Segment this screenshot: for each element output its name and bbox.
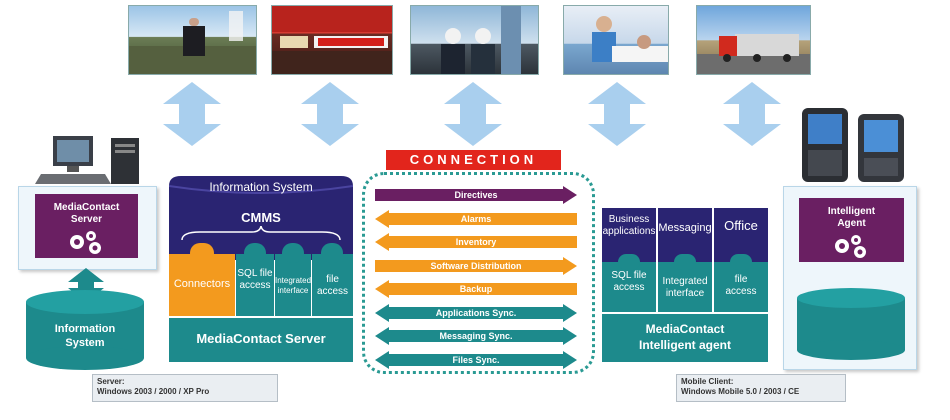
- flow-label: Messaging Sync.: [439, 331, 513, 341]
- brace-icon: [181, 226, 341, 241]
- agent-file-access-piece: [714, 262, 768, 312]
- agent-integrated-knob: [674, 254, 696, 270]
- sql-knob: [244, 243, 266, 263]
- flow-arrow-shape: [375, 303, 577, 322]
- pda-icon: [802, 108, 904, 182]
- flow-label: Applications Sync.: [435, 307, 517, 318]
- server-caption: Server: Windows 2003 / 2000 / XP Pro: [92, 374, 278, 402]
- flow-label: Files Sync.: [452, 354, 500, 365]
- cmms-label: CMMS: [241, 210, 281, 225]
- nurse-icon: [592, 16, 668, 62]
- person-figure-icon: [129, 11, 256, 74]
- intelligent-agent-base-line1: MediaContact: [645, 322, 725, 336]
- flow-arrow-shape: [375, 186, 577, 204]
- flow-arrow: Inventory: [375, 233, 577, 251]
- agent-sql-label: SQL file access: [611, 270, 647, 293]
- info-system-top: [169, 176, 353, 260]
- flow-arrow-shape: [375, 350, 577, 369]
- business-apps-label: Business applications: [602, 214, 656, 237]
- integrated-label: Integrated interface: [275, 276, 312, 295]
- flow-arrow: Directives: [375, 186, 577, 204]
- messaging-label: Messaging: [658, 222, 712, 234]
- flow-arrow-shape: [375, 280, 577, 298]
- sql-piece: [236, 254, 274, 316]
- mediacontact-server-base: [169, 318, 353, 362]
- mediacontact-server-base-label: MediaContact Server: [196, 331, 326, 346]
- double-arrow-icon: [723, 82, 781, 146]
- server-caption-os: Windows 2003 / 2000 / XP Pro: [97, 387, 210, 396]
- file-access-knob: [321, 243, 343, 263]
- mediacontact-server-card: MediaContact Server: [35, 194, 138, 258]
- computer-icon: [35, 136, 139, 184]
- mobile-caption-title: Mobile Client:: [681, 377, 734, 386]
- flow-label: Inventory: [455, 237, 497, 247]
- intelligent-agent-card: Intelligent Agent: [799, 198, 904, 262]
- engineers-icon: [441, 6, 521, 74]
- agent-file-access-label: file access: [725, 274, 757, 297]
- gears-icon: [834, 235, 866, 258]
- agent-integrated-label: Integrated interface: [662, 276, 708, 299]
- truck-icon: [697, 34, 810, 74]
- photo-nurse-patient: [563, 5, 669, 75]
- agent-file-access-knob: [730, 254, 752, 270]
- file-access-piece: [312, 254, 353, 316]
- flow-arrow: Files Sync.: [375, 350, 577, 369]
- office-label: Office: [724, 218, 758, 233]
- intelligent-agent-base: [602, 314, 768, 362]
- agent-sql-knob: [618, 254, 640, 270]
- photo-business-man: [128, 5, 257, 75]
- flow-arrow-shape: [375, 233, 577, 251]
- information-system-cylinder: [26, 290, 144, 370]
- photo-restaurant: [271, 5, 393, 75]
- server-caption-title: Server:: [97, 377, 125, 386]
- business-apps-piece: [602, 208, 656, 262]
- photo-engineers: [410, 5, 539, 75]
- flow-arrow-shape: [375, 327, 577, 345]
- gears-icon: [69, 231, 101, 254]
- double-arrow-icon: [301, 82, 359, 146]
- flow-arrow: Backup: [375, 280, 577, 298]
- flow-arrow-shape: [375, 256, 577, 275]
- flow-arrow: Software Distribution: [375, 256, 577, 275]
- flow-arrow: Messaging Sync.: [375, 327, 577, 345]
- integrated-knob: [282, 243, 304, 263]
- file-access-label: file access: [316, 274, 349, 297]
- mobile-caption-os: Windows Mobile 5.0 / 2003 / CE: [681, 387, 800, 396]
- connectors-label: Connectors: [173, 278, 231, 290]
- photo-truck: [696, 5, 811, 75]
- flow-label: Directives: [454, 190, 498, 200]
- agent-cylinder: [797, 288, 905, 360]
- storefront-icon: [272, 6, 392, 74]
- agent-integrated-piece: [658, 262, 712, 312]
- information-system-label: Information System: [54, 323, 116, 349]
- connectors-knob: [190, 243, 214, 263]
- double-arrow-icon: [588, 82, 646, 146]
- connectors-piece: [169, 254, 235, 316]
- agent-sql-piece: [602, 262, 656, 312]
- office-piece: [714, 208, 768, 262]
- integrated-piece: [275, 254, 311, 316]
- flow-label: Alarms: [460, 213, 492, 224]
- intelligent-agent-base-line2: Intelligent agent: [638, 338, 731, 352]
- double-arrow-icon: [163, 82, 221, 146]
- flow-arrow-shape: [375, 209, 577, 228]
- mobile-caption: Mobile Client: Windows Mobile 5.0 / 2003…: [676, 374, 846, 402]
- flow-arrow: Alarms: [375, 209, 577, 228]
- server-card-label: MediaContact Server: [53, 202, 120, 225]
- flow-arrow: Applications Sync.: [375, 303, 577, 322]
- sql-label: SQL file access: [237, 268, 273, 291]
- flow-label: Software Distribution: [430, 260, 522, 271]
- flow-label: Backup: [459, 284, 493, 294]
- double-arrow-icon: [444, 82, 502, 146]
- messaging-piece: [658, 208, 712, 262]
- agent-card-label: Intelligent Agent: [827, 206, 876, 229]
- connection-title: CONNECTION: [386, 150, 561, 170]
- info-system-title: Information System: [209, 180, 313, 194]
